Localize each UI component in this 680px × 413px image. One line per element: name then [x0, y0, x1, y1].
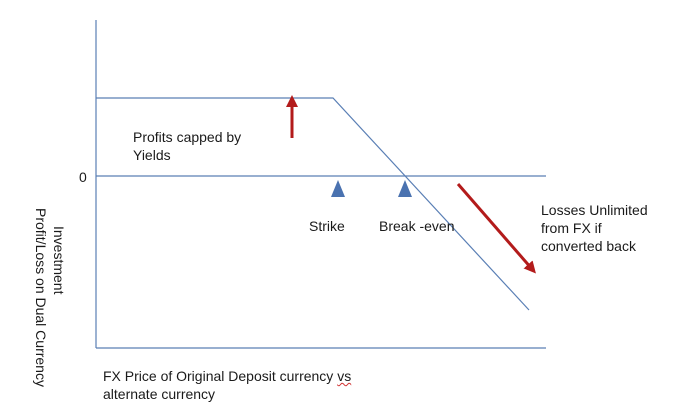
- x-axis-label-line-2: alternate currency: [103, 386, 216, 402]
- x-axis-label-main: FX Price of Original Deposit currency: [103, 368, 338, 384]
- profits-label-line-1: Profits capped by: [133, 129, 242, 145]
- y-axis-label-line-1: Profit/Loss on Dual Currency: [33, 208, 49, 387]
- payoff-line: [96, 97, 530, 311]
- y-axis-label-line-2: Investment: [51, 226, 67, 295]
- break-even-label: Break -even: [379, 218, 455, 234]
- strike-label: Strike: [309, 218, 345, 234]
- arrow-down-right-icon: [456, 183, 536, 274]
- x-axis-label-flagged-word: vs: [337, 368, 352, 384]
- profits-label-line-2: Yields: [133, 147, 171, 163]
- strike-marker-icon: [331, 180, 345, 197]
- losses-label-line-2: from FX if: [541, 220, 602, 236]
- break-even-marker-icon: [398, 180, 412, 197]
- losses-label-line-3: converted back: [541, 238, 636, 254]
- losses-unlimited-label: Losses Unlimited from FX if converted ba…: [541, 201, 648, 255]
- zero-tick-label: 0: [79, 169, 87, 185]
- x-axis-label: FX Price of Original Deposit currency vs…: [103, 367, 351, 403]
- x-axis-label-line-1: FX Price of Original Deposit currency vs: [103, 367, 351, 385]
- profits-capped-label: Profits capped by Yields: [133, 128, 241, 164]
- losses-label-line-1: Losses Unlimited: [541, 202, 648, 218]
